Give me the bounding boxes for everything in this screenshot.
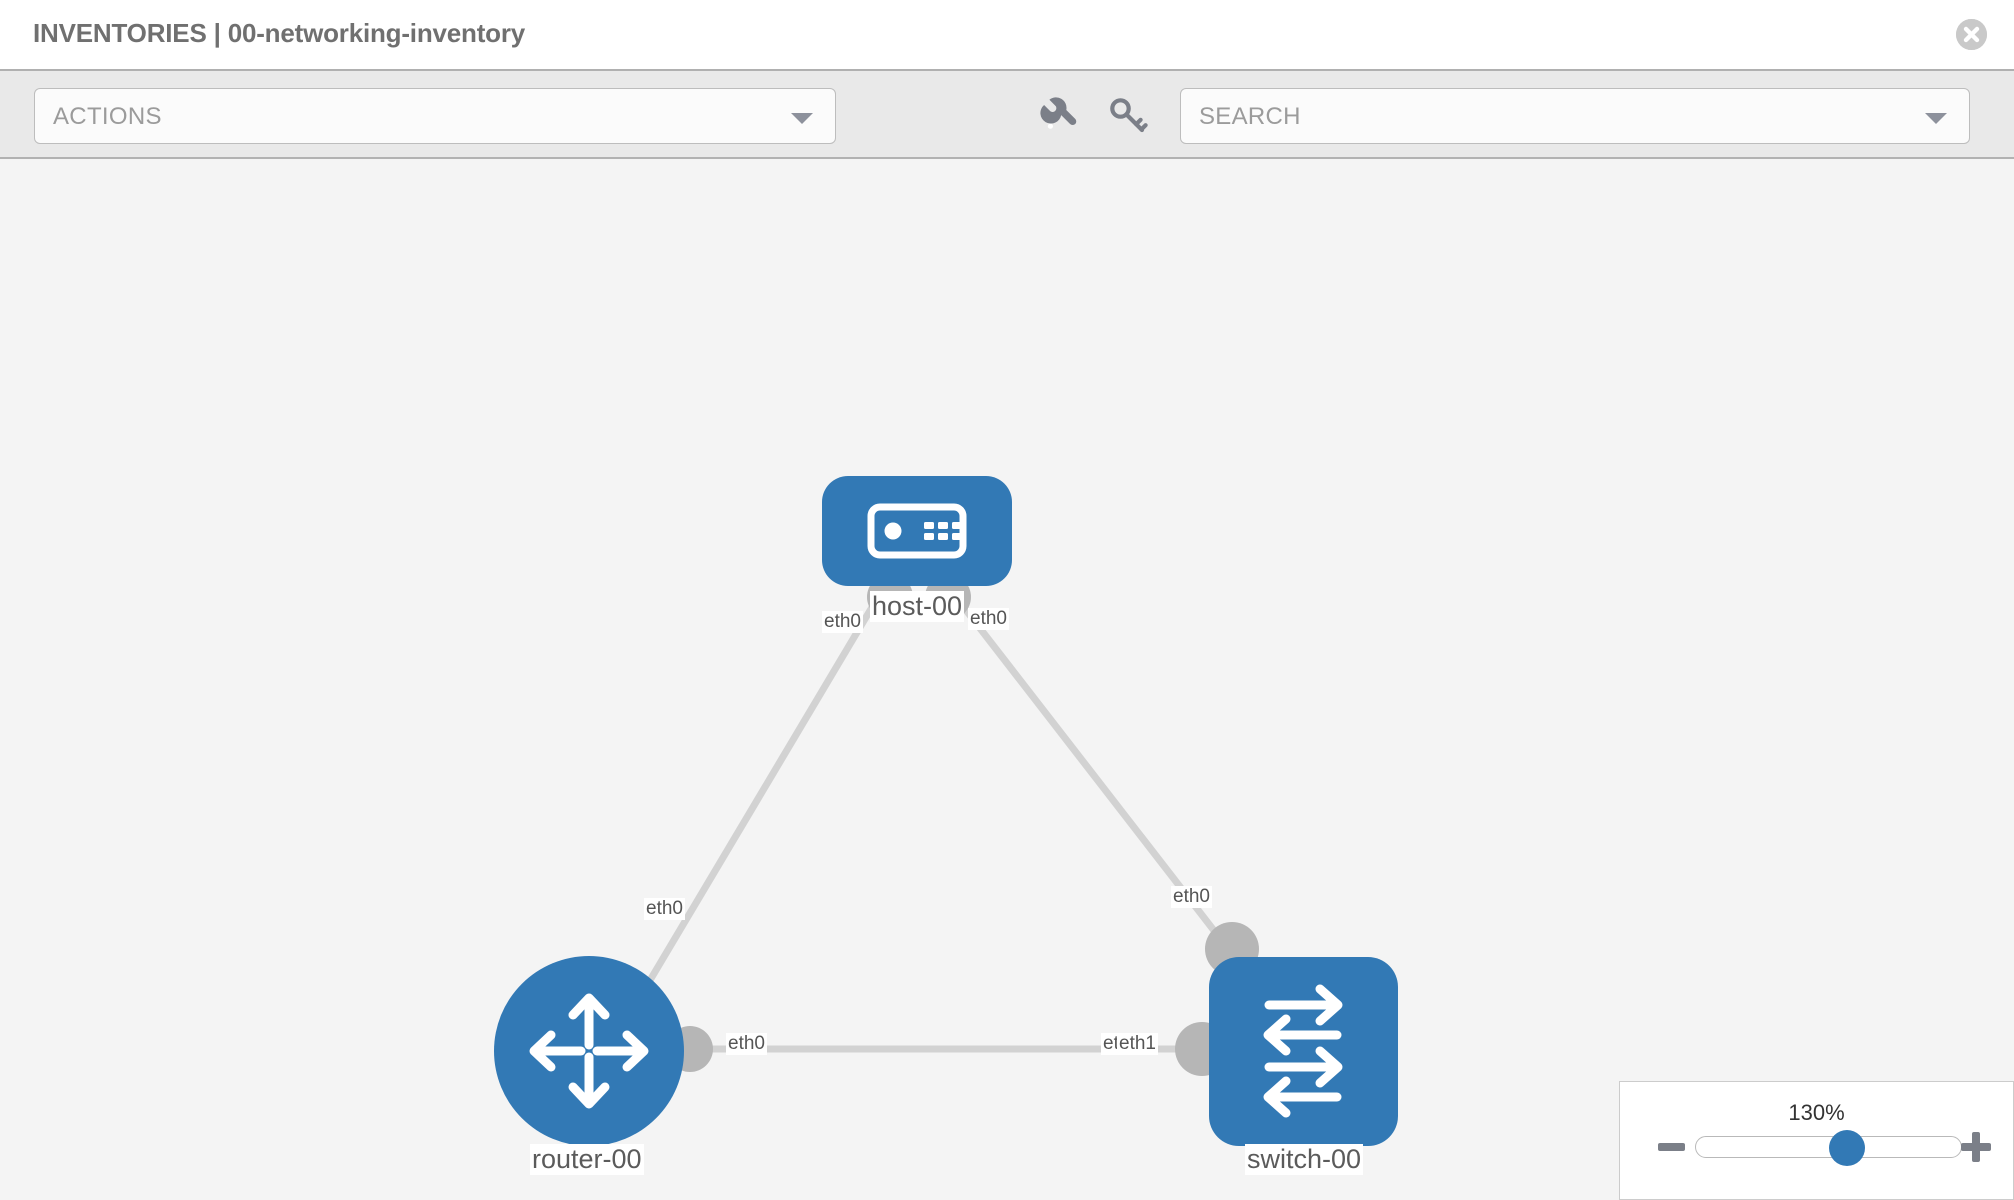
node-label-host-00: host-00: [870, 591, 965, 622]
iface-label-switch-left-eth1: eth1: [1117, 1033, 1158, 1055]
node-host-00[interactable]: [822, 476, 1012, 586]
minus-icon[interactable]: [1658, 1143, 1685, 1151]
chevron-down-icon: [791, 113, 813, 124]
close-icon[interactable]: [1956, 19, 1987, 50]
toolbar: ACTIONS SEARCH: [0, 69, 2014, 159]
actions-dropdown-label: ACTIONS: [53, 103, 162, 130]
topology-connectors: [667, 574, 1259, 1076]
key-icon[interactable]: [1105, 93, 1151, 139]
search-input[interactable]: SEARCH: [1180, 88, 1970, 144]
node-router-00[interactable]: [494, 956, 684, 1146]
topology-canvas[interactable]: host-00 router-00 switch-00 eth0 eth0 et…: [0, 159, 2014, 1200]
wrench-icon[interactable]: [1037, 93, 1083, 139]
search-placeholder: SEARCH: [1199, 103, 1301, 130]
chevron-down-icon[interactable]: [1925, 113, 1947, 124]
zoom-level-value: 130%: [1788, 1100, 1845, 1125]
zoom-slider-thumb[interactable]: [1828, 1130, 1865, 1166]
topology-graph: [494, 476, 1398, 1146]
iface-label-router-up: eth0: [644, 898, 685, 920]
iface-label-switch-up: eth0: [1171, 886, 1212, 908]
page-title: INVENTORIES | 00-networking-inventory: [33, 18, 526, 48]
iface-label-router-right: eth0: [726, 1033, 767, 1055]
zoom-control-panel: 130%: [1619, 1081, 2014, 1200]
node-label-switch-00: switch-00: [1245, 1144, 1364, 1175]
actions-dropdown[interactable]: ACTIONS: [34, 88, 836, 144]
iface-label-host-right: eth0: [968, 608, 1009, 630]
node-label-router-00: router-00: [530, 1144, 644, 1175]
node-switch-00[interactable]: [1209, 957, 1398, 1146]
link-host-router: [642, 585, 888, 989]
plus-icon[interactable]: [1961, 1132, 1991, 1162]
iface-label-host-left: eth0: [822, 611, 863, 633]
topology-links: [642, 584, 1239, 1053]
zoom-slider[interactable]: [1695, 1130, 1962, 1166]
page-header: INVENTORIES | 00-networking-inventory: [0, 0, 2014, 69]
